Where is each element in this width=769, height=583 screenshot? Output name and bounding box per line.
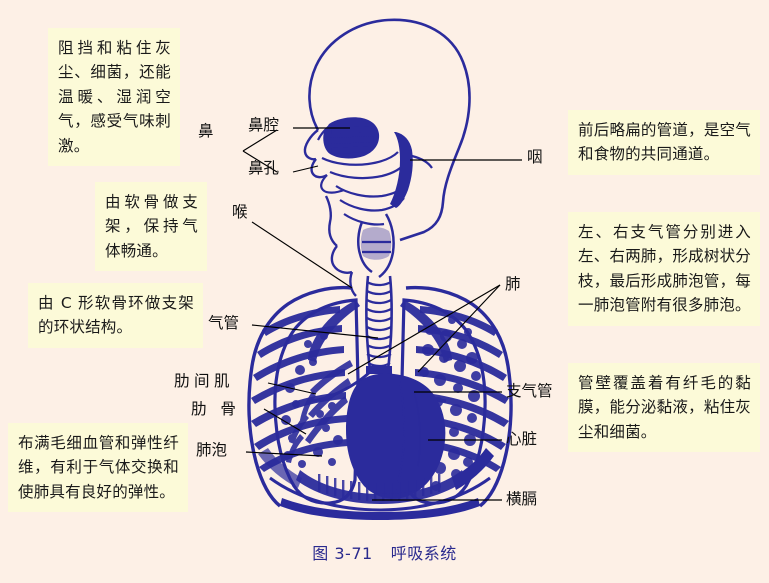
note-mucous-membrane: 管壁覆盖着有纤毛的黏膜，能分泌黏液，粘住灰尘和细菌。 bbox=[568, 363, 760, 453]
thorax-ribcage bbox=[247, 285, 513, 520]
diaphragm bbox=[258, 448, 494, 512]
leader-rib bbox=[263, 408, 307, 435]
label-trachea: 气管 bbox=[208, 314, 240, 332]
note-trachea-structure: 由 C 形软骨环做支架的环状结构。 bbox=[28, 283, 203, 348]
head-profile bbox=[303, 18, 471, 297]
label-larynx: 喉 bbox=[232, 203, 248, 221]
diaphragm-striations bbox=[318, 474, 441, 501]
figure-caption: 图 3-71 呼吸系统 bbox=[0, 540, 769, 564]
bronchi bbox=[311, 366, 447, 403]
label-nostril: 鼻孔 bbox=[248, 159, 280, 177]
note-larynx-function: 由软骨做支架，保持气体畅通。 bbox=[95, 182, 207, 272]
note-trachea-structure-text: 由 C 形软骨环做支架的环状结构。 bbox=[38, 294, 194, 337]
label-nose: 鼻 bbox=[198, 122, 214, 140]
label-lung: 肺 bbox=[505, 275, 521, 293]
label-nasal-cavity: 鼻腔 bbox=[248, 116, 280, 134]
note-mucous-membrane-text: 管壁覆盖着有纤毛的黏膜，能分泌黏液，粘住灰尘和细菌。 bbox=[578, 374, 751, 441]
label-pharynx: 咽 bbox=[527, 148, 543, 166]
nasal-cavity-turbinates bbox=[317, 117, 399, 166]
pharynx-passage bbox=[390, 132, 433, 208]
rib-bands bbox=[251, 306, 509, 472]
leader-alveolus bbox=[245, 451, 323, 457]
leader-nostril bbox=[292, 165, 319, 173]
oral-cavity-tongue bbox=[329, 161, 408, 226]
note-nose-function: 阻挡和粘住灰尘、细菌，还能温暖、湿润空气，感受气味刺激。 bbox=[48, 28, 180, 167]
label-intercostal-muscle: 肋间肌 bbox=[174, 372, 235, 390]
note-pharynx-function: 前后略扁的管道，是空气和食物的共同通道。 bbox=[568, 110, 760, 175]
note-larynx-function-text: 由软骨做支架，保持气体畅通。 bbox=[105, 193, 198, 260]
label-heart: 心脏 bbox=[506, 430, 538, 448]
caption-title: 呼吸系统 bbox=[390, 544, 457, 563]
larynx bbox=[357, 213, 395, 279]
heart bbox=[346, 373, 446, 499]
left-lung-bronchial-tree bbox=[281, 332, 353, 468]
right-lung bbox=[400, 298, 487, 505]
leader-lines bbox=[242, 127, 522, 501]
note-nose-function-text: 阻挡和粘住灰尘、细菌，还能温暖、湿润空气，感受气味刺激。 bbox=[58, 39, 171, 155]
leader-lung-a bbox=[347, 284, 501, 375]
note-bronchus-branching: 左、右支气管分别进入左、右两肺，形成树状分枝，最后形成肺泡管，每一肺泡管附有很多… bbox=[568, 212, 760, 326]
label-alveolus: 肺泡 bbox=[196, 441, 228, 459]
trachea-cartilage-rings bbox=[365, 275, 393, 371]
caption-number: 图 3-71 bbox=[312, 544, 373, 563]
note-bronchus-branching-text: 左、右支气管分别进入左、右两肺，形成树状分枝，最后形成肺泡管，每一肺泡管附有很多… bbox=[578, 223, 751, 315]
label-diaphragm: 横膈 bbox=[506, 490, 538, 508]
label-rib: 肋 骨 bbox=[191, 400, 241, 418]
label-bronchus: 支气管 bbox=[506, 382, 553, 400]
left-lung bbox=[273, 298, 360, 505]
note-pharynx-function-text: 前后略扁的管道，是空气和食物的共同通道。 bbox=[578, 121, 751, 164]
leader-lung-b bbox=[417, 284, 501, 373]
note-alveolus-function: 布满毛细血管和弹性纤维，有利于气体交换和使肺具有良好的弹性。 bbox=[8, 423, 188, 513]
note-alveolus-function-text: 布满毛细血管和弹性纤维，有利于气体交换和使肺具有良好的弹性。 bbox=[18, 434, 179, 501]
leader-trachea bbox=[251, 324, 379, 339]
leader-larynx bbox=[251, 221, 353, 289]
right-lung-alveoli bbox=[414, 316, 481, 491]
leader-intercostal bbox=[267, 382, 317, 395]
